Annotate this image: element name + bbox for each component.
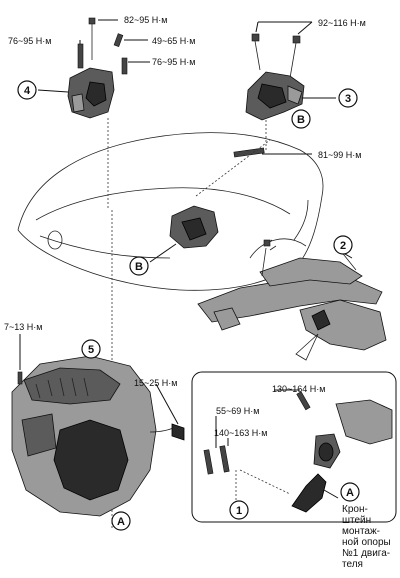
callout-b-left: B xyxy=(129,256,149,276)
svg-text:1: 1 xyxy=(236,505,242,517)
svg-text:4: 4 xyxy=(24,85,31,97)
svg-text:№1 двига-: №1 двига- xyxy=(342,548,390,559)
torque-76-95-left: 76~95 Н·м xyxy=(8,36,51,46)
nut-92-116-right xyxy=(292,35,301,44)
svg-text:2: 2 xyxy=(340,240,346,252)
subframe-mount-bushing xyxy=(311,309,331,331)
callout-1: 1 xyxy=(229,500,249,520)
subframe-detail xyxy=(335,399,393,445)
callout-4: 4 xyxy=(17,80,37,100)
subframe-assembly xyxy=(197,239,387,361)
bolt-81-99 xyxy=(233,147,265,158)
torque-15-25: 15~25 Н·м xyxy=(134,378,177,388)
torque-130-164: 130~164 Н·м xyxy=(272,384,325,394)
torque-76-95-right: 76~95 Н·м xyxy=(152,57,195,67)
bolt-130-164 xyxy=(296,391,311,411)
torque-81-99: 81~99 Н·м xyxy=(318,150,361,160)
callout-2: 2 xyxy=(333,235,353,255)
detail-inset xyxy=(191,371,397,523)
emblem xyxy=(47,230,63,250)
bracket-15-25 xyxy=(171,423,185,441)
svg-text:A: A xyxy=(346,487,354,499)
intake-manifold xyxy=(23,367,121,405)
bolt-7-13 xyxy=(17,371,23,385)
bolt-49-65 xyxy=(113,33,124,48)
mount-3-assembly xyxy=(233,21,336,158)
engine-mount-bracket-1 xyxy=(291,473,327,513)
inset-frame xyxy=(191,371,397,523)
callout-a-inset: A xyxy=(340,482,360,502)
callout-5: 5 xyxy=(81,339,101,359)
subframe-right-arm xyxy=(299,299,387,351)
mount-b-center xyxy=(149,205,219,263)
svg-text:штейн: штейн xyxy=(342,515,371,526)
torque-140-163: 140~163 Н·м xyxy=(214,428,267,438)
callout-3: 3 xyxy=(338,88,358,108)
torque-49-65: 49~65 Н·м xyxy=(152,36,195,46)
torque-7-13: 7~13 Н·м xyxy=(4,322,42,332)
nut-92-116-left xyxy=(251,33,260,42)
svg-text:Крон-: Крон- xyxy=(342,504,368,515)
transaxle xyxy=(53,419,129,501)
bolt-76-95-right xyxy=(121,57,128,75)
torque-82-95: 82~95 Н·м xyxy=(124,15,167,25)
svg-text:монтаж-: монтаж- xyxy=(342,526,380,537)
svg-text:A: A xyxy=(117,516,125,528)
bolt-140-163 xyxy=(219,445,230,473)
nut-82-95 xyxy=(88,17,96,25)
svg-text:теля: теля xyxy=(342,559,363,570)
bolt-55-69 xyxy=(203,449,214,475)
bracket-note: Крон- штейн монтаж- ной опоры №1 двига- … xyxy=(342,504,391,570)
svg-text:5: 5 xyxy=(88,344,94,356)
stud-76-95-left xyxy=(77,43,84,69)
svg-text:3: 3 xyxy=(345,93,351,105)
svg-text:B: B xyxy=(135,261,143,273)
engine-assembly xyxy=(11,334,185,517)
callout-a-bottom: A xyxy=(111,511,131,531)
torque-55-69: 55~69 Н·м xyxy=(216,406,259,416)
hood-outline xyxy=(17,132,324,231)
mount-4-assembly xyxy=(37,17,150,119)
svg-text:ной опоры: ной опоры xyxy=(342,537,391,548)
torque-92-116: 92~116 Н·м xyxy=(318,18,366,28)
svg-text:B: B xyxy=(297,114,305,126)
callout-b-right: B xyxy=(291,109,311,129)
